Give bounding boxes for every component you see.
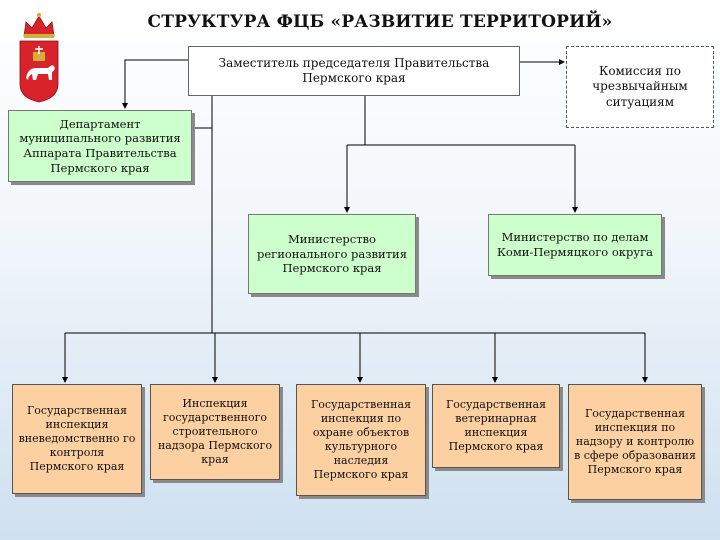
department-label: Департамент муниципального развития Аппа… [19, 116, 181, 175]
ministry-regional-box: Министерство регионального развития Перм… [248, 214, 416, 294]
inspection-label: Инспекция государственного строительного… [157, 396, 273, 467]
inspection-box: Государственная ветеринарная инспекция П… [432, 384, 560, 468]
ministry-komi-label: Министерство по делам Коми-Пермяцкого ок… [497, 230, 653, 259]
page-title: СТРУКТУРА ФЦБ «РАЗВИТИЕ ТЕРРИТОРИЙ» [147, 12, 613, 32]
inspection-box: Государственная инспекция вневедомственн… [12, 384, 142, 494]
inspection-box: Государственная инспекция по надзору и к… [568, 384, 702, 500]
inspection-box: Государственная инспекция по охране объе… [296, 384, 426, 496]
inspection-label: Государственная ветеринарная инспекция П… [445, 397, 547, 454]
deputy-chairman-box: Заместитель председателя Правительства П… [188, 46, 520, 96]
inspection-label: Государственная инспекция по надзору и к… [574, 406, 696, 477]
inspection-label: Государственная инспекция вневедомственн… [18, 403, 136, 474]
ministry-komi-box: Министерство по делам Коми-Пермяцкого ок… [488, 214, 662, 276]
inspection-box: Инспекция государственного строительного… [150, 384, 280, 480]
coat-of-arms-icon [19, 12, 59, 103]
department-box: Департамент муниципального развития Аппа… [8, 110, 192, 182]
inspection-label: Государственная инспекция по охране объе… [310, 397, 412, 482]
emergency-commission-box: Комиссия по чрезвычайным ситуациям [566, 46, 714, 128]
deputy-chairman-label: Заместитель председателя Правительства П… [218, 55, 490, 85]
ministry-regional-label: Министерство регионального развития Перм… [257, 231, 407, 276]
emergency-commission-label: Комиссия по чрезвычайным ситуациям [592, 63, 688, 109]
